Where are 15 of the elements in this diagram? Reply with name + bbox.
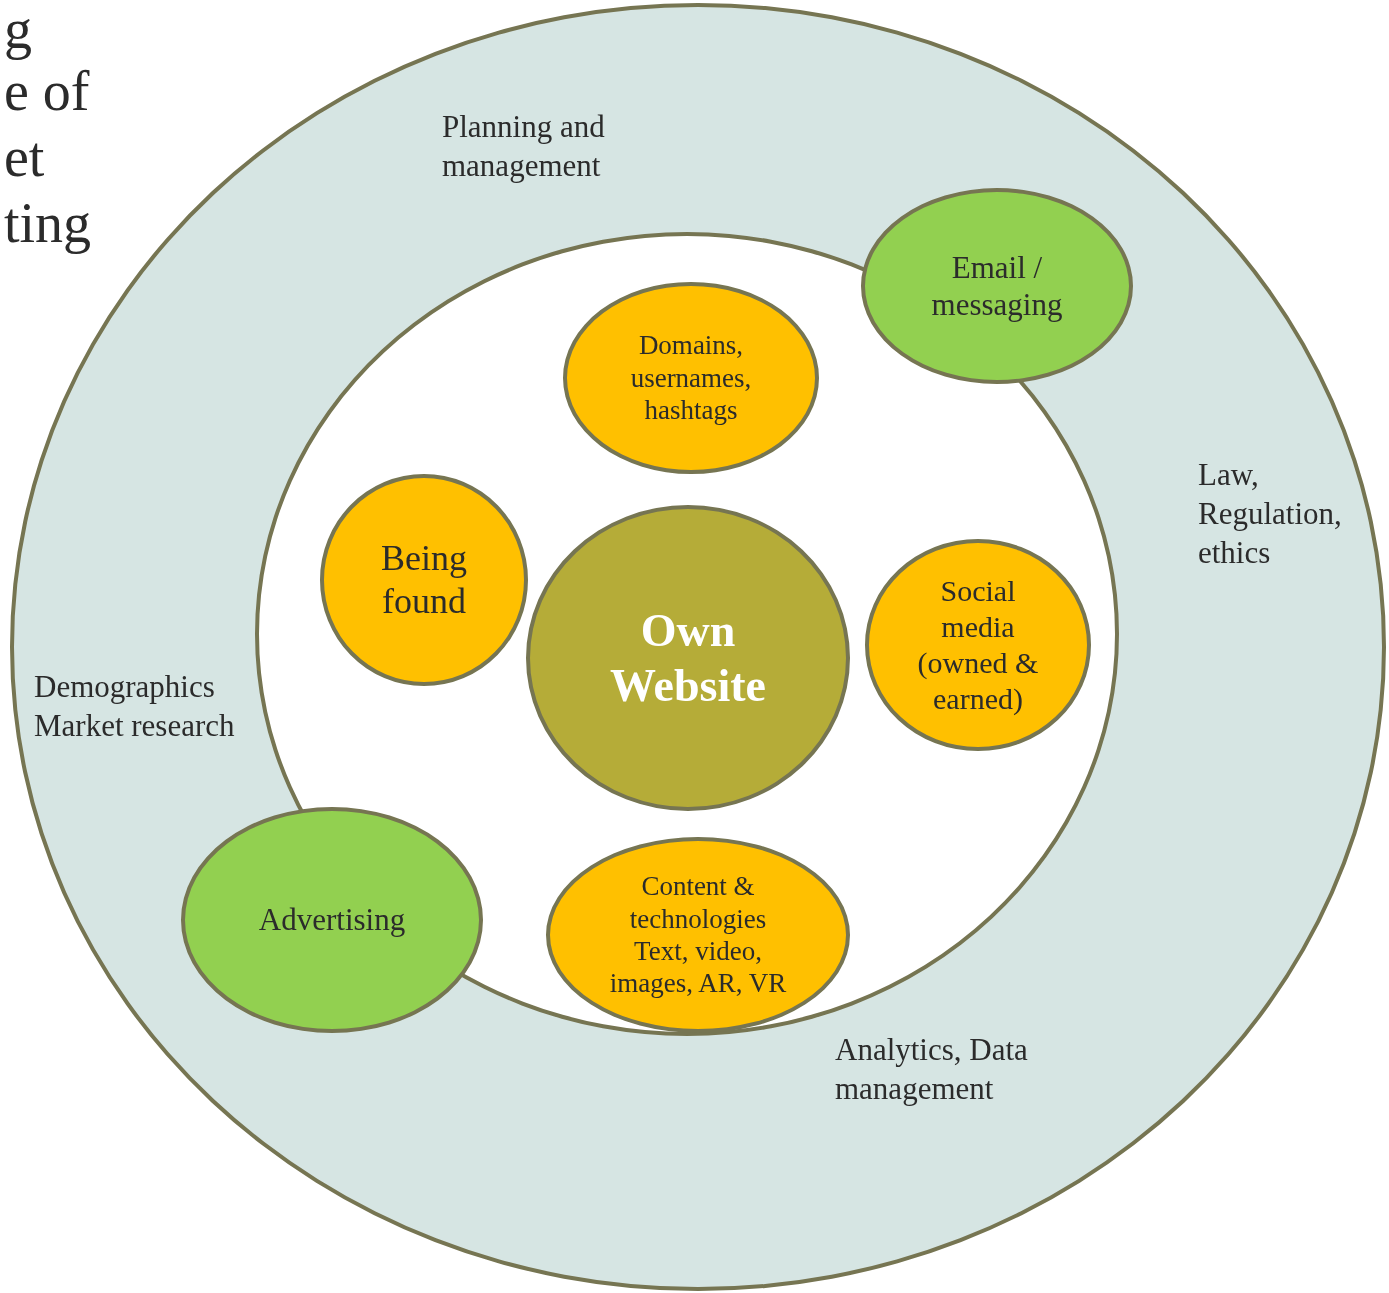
node-label: Content & technologies Text, video, images, AR, VR <box>608 870 788 1000</box>
node-label: Email / messaging <box>930 248 1064 324</box>
ring-label: Law, Regulation, ethics <box>1198 456 1343 572</box>
node-label: Advertising <box>257 901 407 939</box>
title-fragment: e of <box>4 62 90 121</box>
ring-label: Analytics, Data management <box>835 1031 1029 1108</box>
title-fragment: g <box>4 0 32 59</box>
node-label: Domains, usernames, hashtags <box>629 329 753 427</box>
node-label: Social media (owned & earned) <box>916 573 1040 717</box>
ring-label: Demographics Market research <box>34 668 236 745</box>
title-fragment: ting <box>4 194 92 253</box>
ring-label: Planning and management <box>442 108 606 185</box>
title-fragment: et <box>4 128 45 187</box>
node-label: Being found <box>380 536 468 623</box>
node-label: Own Website <box>609 603 767 713</box>
